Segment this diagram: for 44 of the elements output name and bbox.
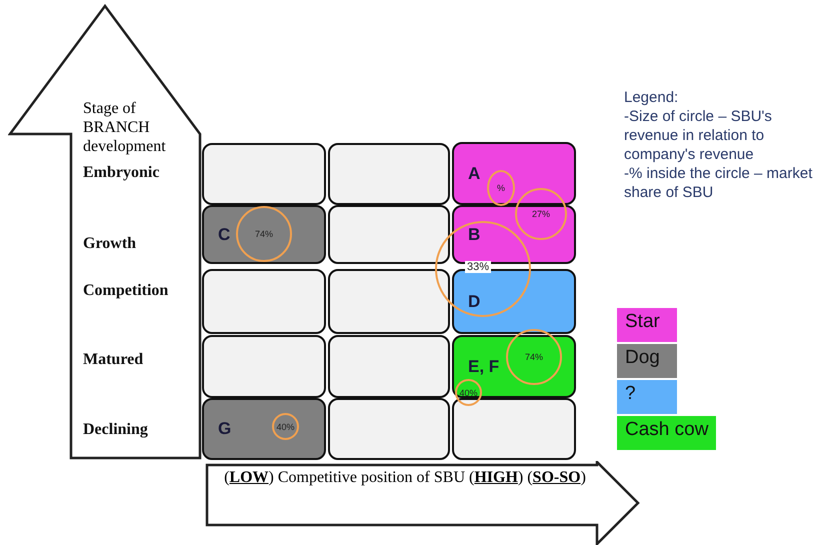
stage-label: Embryonic bbox=[83, 164, 160, 182]
market-share-label: 74% bbox=[254, 229, 273, 239]
legend-swatch: ? bbox=[617, 380, 677, 414]
legend-note: -Size of circle – SBU's revenue in relation to company's revenue bbox=[624, 107, 773, 164]
legend-heading: Legend: bbox=[624, 88, 680, 107]
stage-label: Growth bbox=[83, 235, 136, 253]
circle-marker bbox=[272, 413, 299, 440]
matrix-cell bbox=[328, 335, 450, 398]
matrix-cell bbox=[452, 398, 576, 460]
stage-label: Matured bbox=[83, 351, 144, 369]
market-share-label: % bbox=[496, 183, 505, 193]
sbu-letter: D bbox=[468, 292, 480, 312]
market-share-label: 40% bbox=[459, 388, 478, 398]
legend-swatch: Dog bbox=[617, 344, 677, 378]
legend-swatch: Star bbox=[617, 308, 677, 342]
sbu-letter: C bbox=[218, 224, 230, 244]
matrix-cell bbox=[452, 205, 576, 264]
stage-label: Declining bbox=[83, 421, 148, 439]
matrix-cell bbox=[202, 335, 326, 398]
legend-swatch: Cash cow bbox=[617, 416, 716, 450]
matrix-cell bbox=[328, 143, 450, 205]
legend-note: -% inside the circle – market share of SBU bbox=[624, 164, 814, 202]
sbu-letter: B bbox=[468, 224, 480, 244]
sbu-letter: A bbox=[468, 164, 480, 184]
market-share-label: 40% bbox=[276, 422, 294, 432]
sbu-letter: G bbox=[218, 419, 232, 439]
stage-label: Competition bbox=[83, 282, 168, 300]
matrix-cell bbox=[328, 269, 450, 334]
axis-title: (LOW) Competitive position of SBU (HIGH) (SO-SO) bbox=[223, 468, 587, 488]
matrix-cell bbox=[328, 398, 450, 460]
circle-marker bbox=[506, 329, 562, 385]
matrix-cell bbox=[202, 205, 326, 264]
axis-title: Stage of BRANCH development bbox=[83, 99, 167, 156]
matrix-cell bbox=[328, 205, 450, 264]
market-share-label: 27% bbox=[532, 209, 550, 219]
matrix-cell bbox=[202, 398, 326, 460]
market-share-label: 33% bbox=[465, 261, 492, 273]
sbu-letter: E, F bbox=[468, 356, 500, 376]
matrix-cell bbox=[452, 142, 576, 205]
circle-marker bbox=[236, 206, 292, 262]
matrix-cell bbox=[452, 269, 576, 334]
market-share-label: 74% bbox=[524, 352, 543, 362]
matrix-cell bbox=[202, 143, 326, 205]
matrix-cell bbox=[202, 269, 326, 334]
